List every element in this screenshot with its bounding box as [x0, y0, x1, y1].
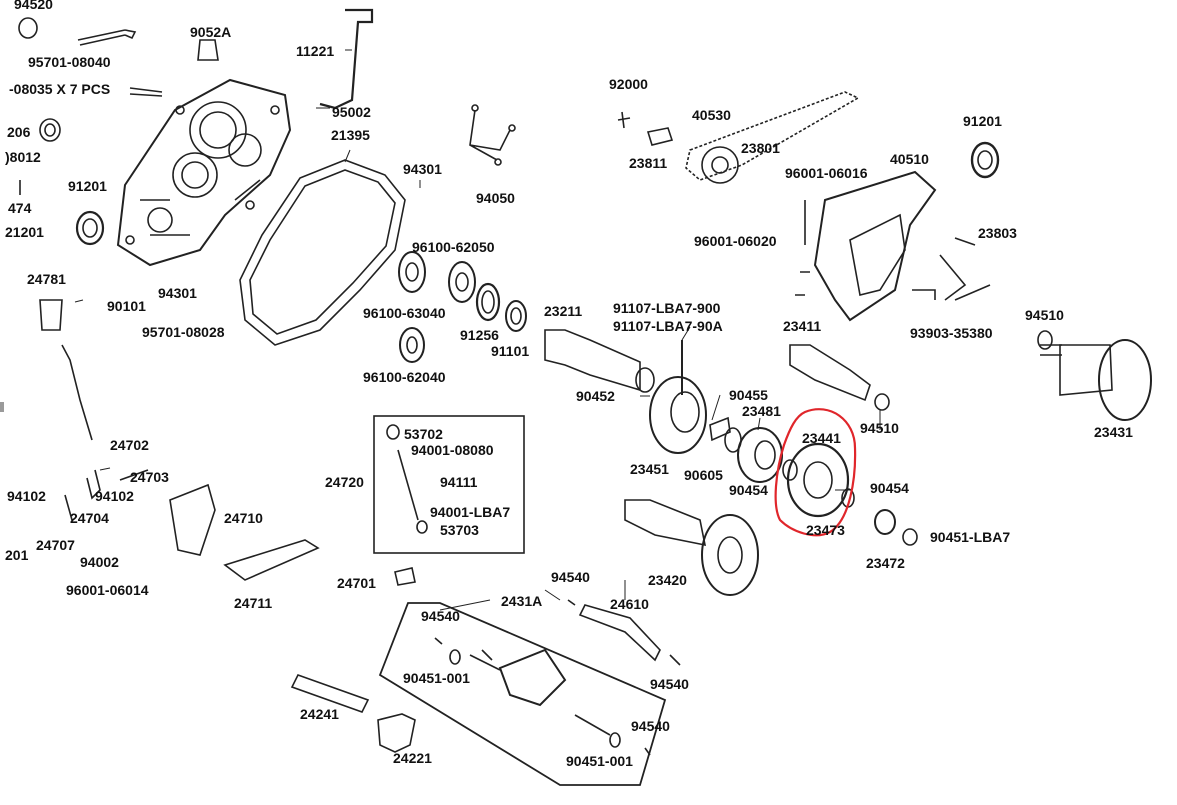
part-label: 24703: [130, 469, 169, 485]
part-label: 90101: [107, 298, 146, 314]
bearings: [398, 251, 527, 363]
part-label: 24610: [610, 596, 649, 612]
part-label: 23801: [741, 140, 780, 156]
part-label: 24241: [300, 706, 339, 722]
part-label: 90454: [729, 482, 768, 498]
part-label: 23472: [866, 555, 905, 571]
part-label: 94050: [476, 190, 515, 206]
part-label: 94540: [421, 608, 460, 624]
part-label: 94301: [158, 285, 197, 301]
part-label: 94540: [650, 676, 689, 692]
part-label: 90452: [576, 388, 615, 404]
part-label: 40530: [692, 107, 731, 123]
part-label: 23420: [648, 572, 687, 588]
part-label: 94102: [95, 488, 134, 504]
part-label: 90454: [870, 480, 909, 496]
part-label: 94001-08080: [411, 442, 494, 458]
output-shaft: [1059, 344, 1113, 396]
part-label: 91101: [491, 343, 530, 359]
part-label: 23473: [806, 522, 845, 538]
part-label: 90605: [684, 467, 723, 483]
part-label: 24702: [110, 437, 149, 453]
part-label: 24707: [36, 537, 75, 553]
part-label: 90451-001: [566, 753, 633, 769]
part-label: 93903-35380: [910, 325, 993, 341]
part-label: 96100-62040: [363, 369, 446, 385]
part-label: 23451: [630, 461, 669, 477]
part-label: 90451-001: [403, 670, 470, 686]
part-label: 53703: [440, 522, 479, 538]
part-label: 23441: [802, 430, 841, 446]
leader-lines: [74, 49, 881, 611]
chain-cover: [813, 170, 937, 322]
part-label: 91107-LBA7-900: [613, 300, 721, 316]
part-label: 23431: [1094, 424, 1133, 440]
part-label: 23811: [629, 155, 668, 171]
part-label: 53702: [404, 426, 443, 442]
part-label: 206: [7, 124, 31, 140]
gasket: [239, 159, 406, 346]
part-label: 24711: [234, 595, 273, 611]
part-label: 23481: [742, 403, 781, 419]
part-label: 23211: [544, 303, 583, 319]
part-label: 23803: [978, 225, 1017, 241]
part-label: 95701-08040: [28, 54, 111, 70]
part-label: 90451-LBA7: [930, 529, 1011, 545]
part-label: 96001-06014: [66, 582, 149, 598]
part-label: 474: [8, 200, 32, 216]
part-label: 24701: [337, 575, 376, 591]
part-label: 94002: [80, 554, 119, 570]
part-label: 90455: [729, 387, 768, 403]
part-label: 94111: [440, 474, 478, 490]
drive-chain: [685, 91, 860, 181]
part-label: 94301: [403, 161, 442, 177]
part-label: 94510: [860, 420, 899, 436]
part-label: )8012: [5, 149, 41, 165]
scroll-indicator: [0, 402, 4, 412]
part-label: 94520: [14, 0, 53, 12]
assembly-outline-2431A: [378, 602, 667, 786]
part-label: 11221: [296, 43, 335, 59]
part-label: 21395: [331, 127, 370, 143]
part-label: 94102: [7, 488, 46, 504]
part-label: 91201: [963, 113, 1002, 129]
part-label: 91201: [68, 178, 107, 194]
part-label: 94540: [631, 718, 670, 734]
part-label: 91107-LBA7-90A: [613, 318, 723, 334]
assembly-box-24720: [373, 415, 525, 554]
part-label: 24710: [224, 510, 263, 526]
part-label: 94510: [1025, 307, 1064, 323]
highlight-circle: [774, 408, 857, 537]
part-label: 94001-LBA7: [430, 504, 511, 520]
part-label: 96100-63040: [363, 305, 446, 321]
part-label: 23411: [783, 318, 822, 334]
part-label: 91256: [460, 327, 499, 343]
part-label: 95701-08028: [142, 324, 225, 340]
part-label: 96100-62050: [412, 239, 495, 255]
part-label: 40510: [890, 151, 929, 167]
crankcase-cover: [116, 78, 292, 267]
part-label: 24221: [393, 750, 432, 766]
part-label: 94540: [551, 569, 590, 585]
part-label: 24720: [325, 474, 364, 490]
part-label: 95002: [332, 104, 371, 120]
part-label: 96001-06020: [694, 233, 777, 249]
part-label: 96001-06016: [785, 165, 868, 181]
part-label: 201: [5, 547, 29, 563]
part-label: 9052A: [190, 24, 232, 40]
part-label: 92000: [609, 76, 648, 92]
part-label: 24781: [27, 271, 66, 287]
part-label: -08035 X 7 PCS: [9, 81, 111, 97]
part-label: 2431A: [501, 593, 543, 609]
part-label: 21201: [5, 224, 44, 240]
part-label: 24704: [70, 510, 109, 526]
